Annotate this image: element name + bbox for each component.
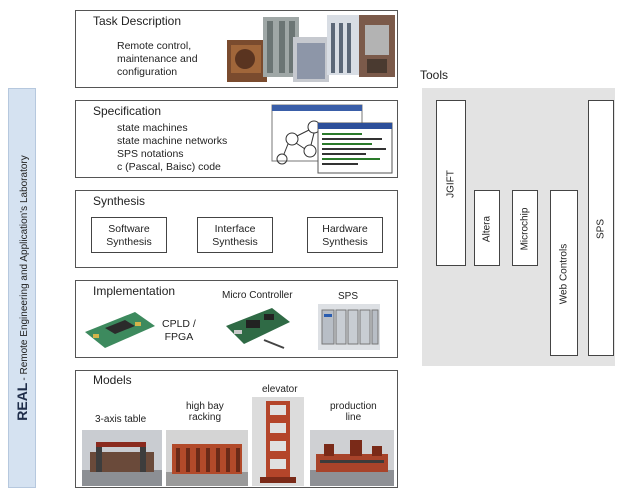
task-line: configuration (117, 66, 178, 78)
real-side-band (8, 88, 36, 488)
software-synthesis-box: Software Synthesis (91, 217, 167, 253)
tool-sps-label: SPS (595, 218, 607, 240)
model-line: racking (188, 412, 222, 423)
tools-title: Tools (420, 68, 449, 82)
micro-controller-label: Micro Controller (222, 290, 293, 301)
model-production-photo (310, 430, 394, 486)
specification-screenshots (262, 103, 394, 175)
model-elevator-photo (252, 397, 304, 486)
tool-jgift: JGIFT (436, 100, 466, 266)
specification-list: state machines state machine networks SP… (117, 122, 227, 174)
interface-synthesis-box: Interface Synthesis (197, 217, 273, 253)
synth-line: Synthesis (106, 236, 152, 248)
task-line: maintenance and (117, 53, 198, 65)
synth-line: Interface (214, 223, 256, 235)
model-3axis-photo (82, 430, 162, 486)
model-line: elevator (262, 384, 298, 395)
model-line: 3-axis table (95, 414, 147, 425)
synthesis-title: Synthesis (93, 194, 146, 208)
task-photo-collage (227, 15, 395, 82)
model-3axis-label: 3-axis table (95, 414, 146, 425)
task-line: Remote control, (117, 40, 192, 52)
spec-line: state machines (117, 122, 188, 134)
implementation-title: Implementation (93, 284, 176, 298)
tool-microchip-label: Microchip (519, 207, 531, 251)
task-description-title: Task Description (93, 14, 182, 28)
synth-line: Hardware (322, 223, 368, 235)
hardware-synthesis-box: Hardware Synthesis (307, 217, 383, 253)
model-line: high bay (186, 401, 224, 412)
tool-web-controls: Web Controls (550, 190, 578, 356)
spec-line: c (Pascal, Baisc) code (117, 161, 221, 173)
tool-altera-label: Altera (481, 215, 493, 243)
synth-line: Synthesis (212, 236, 258, 248)
synth-line: Software (108, 223, 150, 235)
cpld-fpga-label: CPLD / FPGA (162, 318, 196, 344)
model-highbay-photo (166, 430, 248, 486)
model-line: line (345, 412, 362, 423)
real-subtitle: - Remote Engineering and Application's L… (19, 155, 30, 381)
tool-web-controls-label: Web Controls (558, 243, 570, 305)
real-brand: REAL (14, 382, 30, 421)
real-side-label: REAL- Remote Engineering and Application… (14, 155, 30, 421)
models-title: Models (93, 373, 132, 387)
tool-jgift-label: JGIFT (445, 170, 457, 198)
task-description-text: Remote control, maintenance and configur… (117, 40, 198, 79)
model-highbay-label: high bay racking (186, 401, 224, 423)
tool-altera: Altera (474, 190, 500, 266)
spec-line: SPS notations (117, 148, 184, 160)
sps-impl-label: SPS (338, 291, 359, 302)
sps-photo (318, 304, 380, 350)
model-production-label: production line (330, 401, 377, 423)
specification-title: Specification (93, 104, 162, 118)
model-line: production (330, 401, 377, 412)
tool-sps: SPS (588, 100, 614, 356)
cpld-line: FPGA (164, 331, 194, 343)
cpld-fpga-photo (85, 312, 155, 348)
micro-controller-photo (224, 304, 292, 350)
tool-microchip: Microchip (512, 190, 538, 266)
synth-line: Synthesis (322, 236, 368, 248)
model-elevator-label: elevator (262, 384, 298, 395)
spec-line: state machine networks (117, 135, 228, 147)
cpld-line: CPLD / (162, 318, 196, 330)
